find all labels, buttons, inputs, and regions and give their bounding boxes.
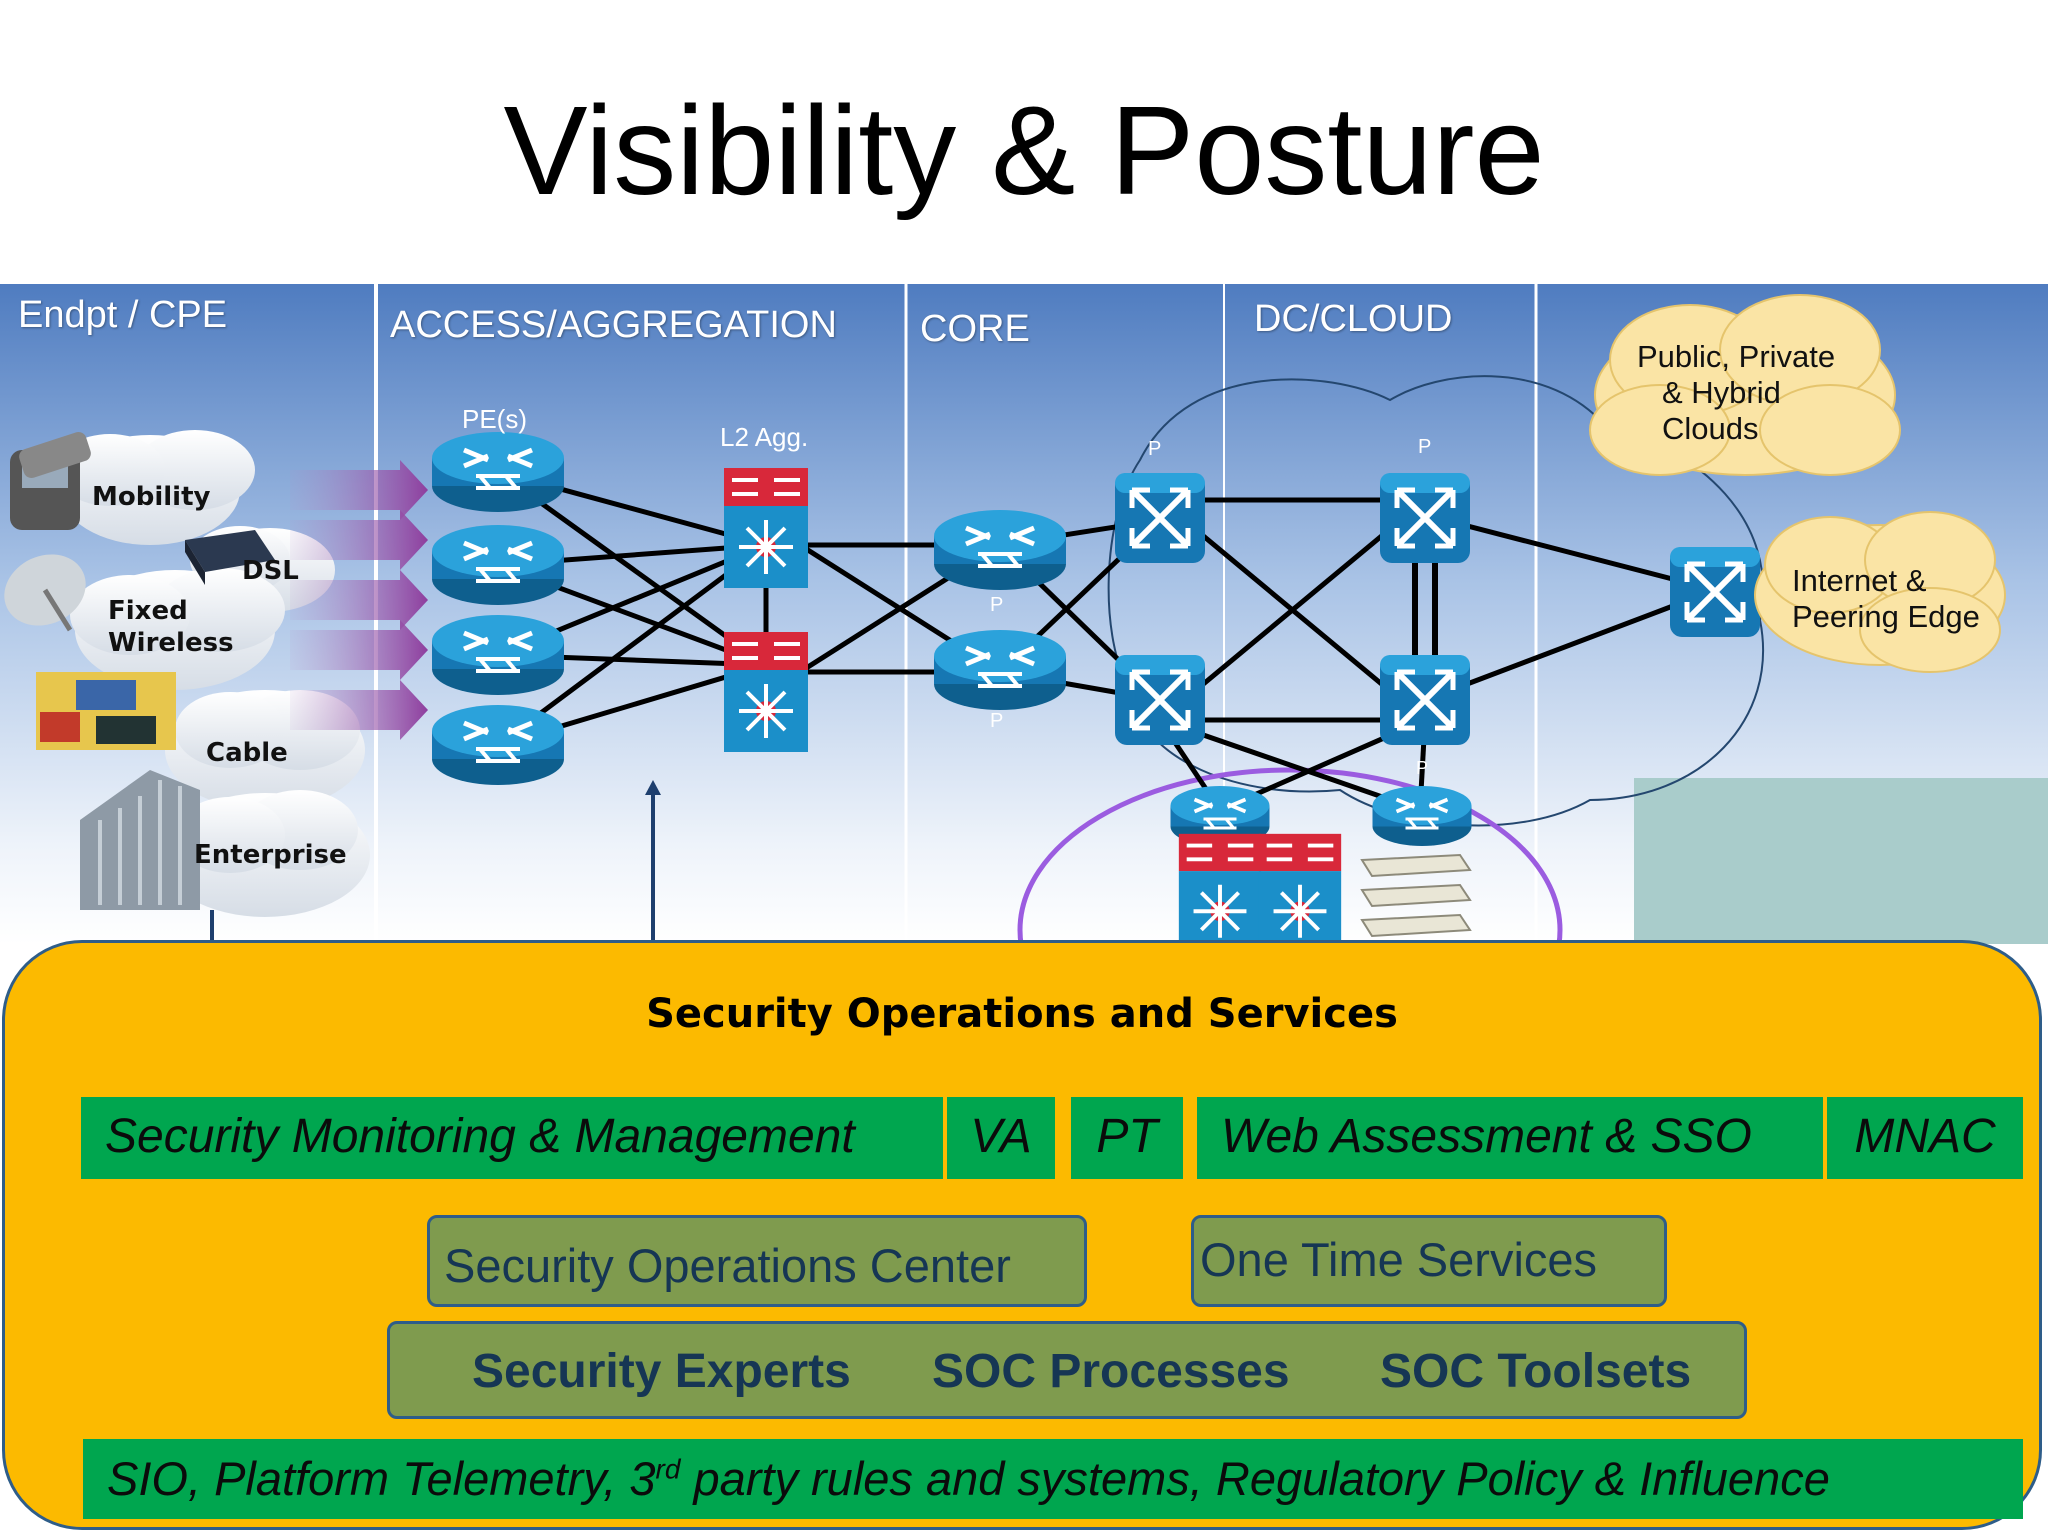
teal-block bbox=[1634, 778, 2048, 944]
internet-label-line2: Peering Edge bbox=[1792, 599, 1980, 634]
section-access-label: ACCESS/AGGREGATION bbox=[390, 304, 837, 346]
soc-processes-label: SOC Processes bbox=[932, 1345, 1290, 1398]
one-time-services-label: One Time Services bbox=[1200, 1233, 1598, 1286]
security-operations-panel: Security Operations and Services Securit… bbox=[2, 940, 2042, 1530]
va-box: VA bbox=[947, 1097, 1055, 1179]
section-core-label: CORE bbox=[920, 308, 1030, 350]
security-monitoring-box: Security Monitoring & Management bbox=[81, 1097, 943, 1179]
clouds-label-line2: & Hybrid bbox=[1662, 375, 1781, 410]
fixed-label: Fixed bbox=[108, 596, 188, 626]
dc-p-label: P bbox=[1416, 758, 1429, 778]
public-cloud bbox=[1589, 294, 1901, 476]
sio-text-superscript: rd bbox=[655, 1453, 681, 1485]
access-input-arrows bbox=[290, 460, 428, 740]
satellite-dish-image bbox=[4, 554, 86, 632]
web-assessment-box: Web Assessment & SSO bbox=[1197, 1097, 1823, 1179]
mobility-label: Mobility bbox=[92, 482, 211, 512]
security-operations-center-label: Security Operations Center bbox=[444, 1239, 1011, 1292]
clouds-label-line3: Clouds bbox=[1662, 411, 1759, 446]
cable-label: Cable bbox=[206, 738, 288, 768]
security-operations-center-box: Security Operations Center bbox=[427, 1215, 1087, 1307]
pe-label: PE(s) bbox=[462, 404, 527, 434]
pt-box: PT bbox=[1071, 1097, 1183, 1179]
security-experts-label: Security Experts bbox=[472, 1345, 851, 1398]
dsl-label: DSL bbox=[242, 556, 299, 586]
one-time-services-box: One Time Services bbox=[1191, 1215, 1667, 1307]
core-p-label-2: P bbox=[990, 710, 1004, 732]
clouds-label-line1: Public, Private bbox=[1637, 339, 1836, 374]
core-p-label-1: P bbox=[990, 594, 1004, 616]
mobility-phone-image bbox=[10, 431, 91, 530]
sio-telemetry-box: SIO, Platform Telemetry, 3rd party rules… bbox=[83, 1439, 2023, 1519]
internet-cloud bbox=[1754, 511, 2006, 673]
wireless-label: Wireless bbox=[108, 628, 234, 658]
internet-label-line1: Internet & bbox=[1792, 563, 1927, 598]
p-label-1: P bbox=[1148, 438, 1162, 460]
enterprise-building-image bbox=[80, 770, 200, 910]
page-title: Visibility & Posture bbox=[503, 80, 1545, 221]
section-dc-label: DC/CLOUD bbox=[1254, 298, 1453, 340]
soc-foundation-box: Security Experts SOC Processes SOC Tools… bbox=[387, 1321, 1747, 1419]
sio-text-part1: SIO, Platform Telemetry, 3 bbox=[107, 1452, 656, 1505]
soc-toolsets-label: SOC Toolsets bbox=[1380, 1345, 1692, 1398]
sio-text-part2: party rules and systems, Regulatory Poli… bbox=[680, 1452, 1830, 1505]
enterprise-label: Enterprise bbox=[194, 840, 347, 870]
l2-agg-label: L2 Agg. bbox=[720, 422, 809, 452]
mnac-box: MNAC bbox=[1827, 1097, 2023, 1179]
dsl-modem-image bbox=[185, 530, 275, 585]
section-endpoint-label: Endpt / CPE bbox=[18, 294, 228, 336]
security-operations-title: Security Operations and Services bbox=[646, 991, 1398, 1037]
dc-servers bbox=[1360, 853, 1472, 938]
cable-tv-image bbox=[36, 672, 176, 750]
p-label-2: P bbox=[1418, 436, 1432, 458]
